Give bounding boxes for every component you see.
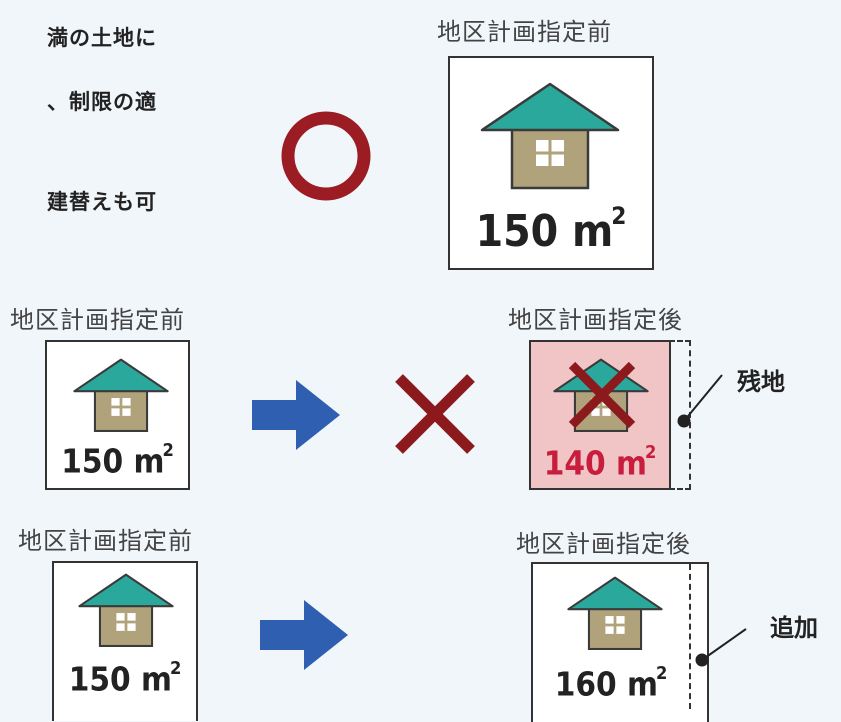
house-icon [567,576,663,650]
original-boundary-line [689,564,691,709]
panel-bot-after: 160 m2 [531,562,709,722]
intro-line-3: 建替えも可 [47,190,157,214]
panel-bot-before: 150 m2 [52,561,198,721]
house-icon [73,358,169,432]
label-mid-before: 地区計画指定前 [10,306,185,334]
area-top-before: 150 m2 [475,202,627,257]
label-bot-before: 地区計画指定前 [18,527,193,555]
residual-leader [677,374,723,428]
panel-mid-before: 150 m2 [45,340,190,490]
cross-ng-icon [395,374,475,454]
house-icon [480,82,620,190]
label-mid-after: 地区計画指定後 [508,306,683,334]
annotation-addition: 追加 [770,614,818,642]
area-mid-after: 140 m2 [543,442,657,483]
arrow-right-icon [260,600,348,670]
area-mid-before: 150 m2 [61,440,174,481]
panel-mid-after: 140 m2 [529,340,671,490]
arrow-right-icon [252,380,340,450]
intro-line-2: 、制限の適 [47,90,157,114]
panel-top-before: 150 m2 [448,56,654,270]
label-bot-after: 地区計画指定後 [516,530,691,558]
annotation-residual: 残地 [737,368,785,396]
circle-ok-icon [281,111,371,201]
addition-leader [695,628,747,667]
house-icon [78,573,174,647]
cross-ng-icon [568,361,636,429]
label-top-before: 地区計画指定前 [437,18,612,46]
area-bot-before: 150 m2 [68,658,182,699]
area-bot-after: 160 m2 [554,663,668,704]
intro-line-1: 満の土地に [47,26,157,50]
